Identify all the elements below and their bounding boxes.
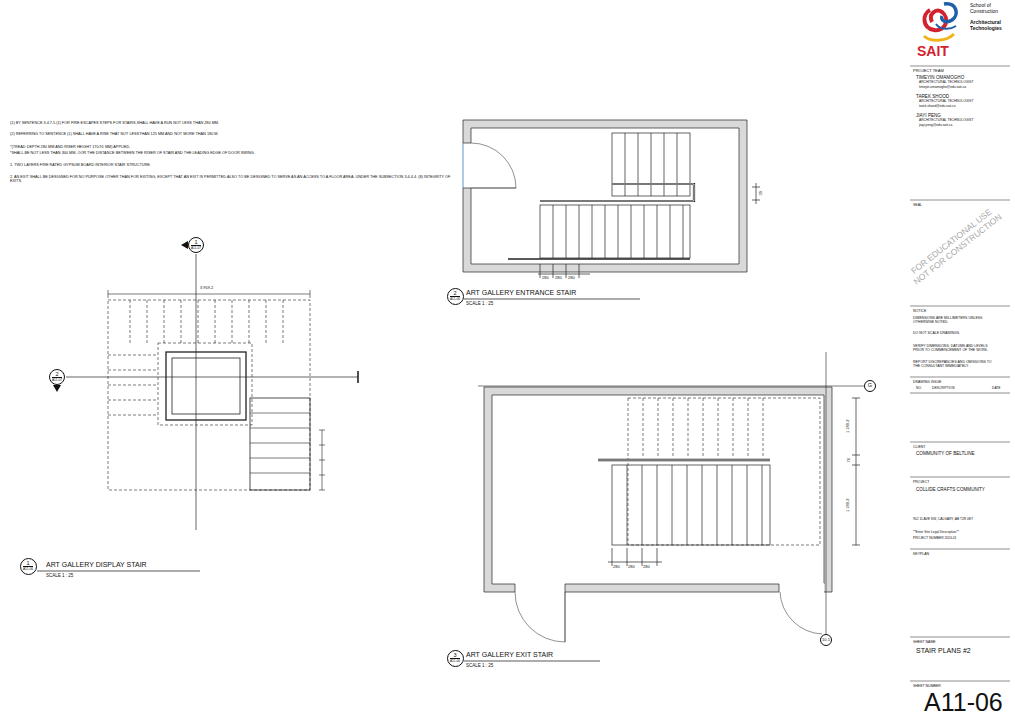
title-block-text: DIMENSIONS ARE MILLIMETERS UNLESS OTHERW… bbox=[913, 316, 993, 324]
dimension: 1 189.2 bbox=[846, 499, 851, 512]
title-block-text: tarek.shood@edu.sait.ca bbox=[919, 105, 956, 109]
scale-note: SCALE 1 : 25 bbox=[46, 573, 73, 578]
sheet-reference: A11-06 bbox=[450, 296, 460, 301]
title-block-text: School of Construction bbox=[970, 3, 1010, 15]
scale-note: SCALE 1 : 25 bbox=[466, 663, 493, 668]
logo-text: SAIT bbox=[917, 43, 949, 59]
dimension: 280 bbox=[643, 565, 650, 570]
dimension: 280 bbox=[628, 565, 635, 570]
title-block-text: ARCHITECTURAL TECHNOLOGIST bbox=[919, 119, 973, 123]
dimension: 280 bbox=[542, 276, 549, 281]
title-block-text: SHEET NAME bbox=[913, 640, 936, 644]
sheet-reference: A11-06 bbox=[23, 566, 33, 571]
view-tag: 3A11-06 bbox=[447, 650, 464, 667]
title-block-text: SHEET NUMBER bbox=[913, 684, 941, 688]
title-block-text: SEAL bbox=[913, 203, 922, 207]
dimension: 1 189.2 bbox=[846, 420, 851, 433]
title-block-text: DESCRIPTION bbox=[932, 387, 955, 391]
title-block-text: ARCHITECTURAL TECHNOLOGIST bbox=[919, 100, 973, 104]
title-block-text: DATE bbox=[992, 387, 1001, 391]
title-block-text: REPORT DISCREPANCIES AND OMISSIONS TO TH… bbox=[913, 360, 993, 368]
title-block-text: PROJECT TEAM bbox=[913, 69, 944, 74]
watermark: FOR EDUCATIONAL USE NOT FOR CONSTRUCTION bbox=[902, 202, 1007, 290]
view-title: ART GALLERY EXIT STAIR bbox=[466, 651, 553, 659]
dimension: 280 bbox=[613, 565, 620, 570]
title-block-text: COMMUNITY OF BELTLINE bbox=[916, 451, 975, 456]
sait-logo bbox=[924, 4, 956, 40]
title-block-text: jiayi.peng@edu.sait.ca bbox=[919, 124, 952, 128]
dimension: 280 bbox=[568, 276, 575, 281]
view-tag: 1A11-06 bbox=[20, 558, 37, 575]
view-title: ART GALLERY DISPLAY STAIR bbox=[46, 561, 147, 569]
title-block-text: TAREK SHOOD bbox=[916, 94, 949, 99]
title-block-text: A11-06 bbox=[924, 688, 1003, 717]
title-block-text: JIAYI PENG bbox=[916, 113, 941, 118]
section-marker: 2A11-07 bbox=[49, 369, 65, 385]
title-block-text: **Enter Site Legal Description** bbox=[913, 531, 959, 535]
scale-note: SCALE 1 : 25 bbox=[466, 301, 493, 306]
view-tag: 2A11-06 bbox=[447, 288, 464, 305]
display-stair-plan bbox=[53, 241, 358, 530]
title-block-text: 902 11 AVE SW, CALGARY, AB T2R 0E7 bbox=[913, 518, 973, 522]
title-block-rules bbox=[910, 66, 1010, 681]
code-note: *SHALL BE NOT LESS THAN 300 MM, OOR THE … bbox=[10, 151, 455, 155]
exit-stair-plan bbox=[478, 352, 864, 642]
dimension: 76 bbox=[847, 458, 852, 462]
title-block-text: ARCHITECTURAL TECHNOLOGIST bbox=[919, 81, 973, 85]
title-block-text: PROJECT bbox=[913, 480, 929, 484]
code-note: 1. TWO LAYERS FIRE RATED GYPSUM BOARD IN… bbox=[10, 163, 455, 167]
title-block-text: DO NOT SCALE DRAWINGS. bbox=[913, 331, 960, 335]
sheet-reference: A11-07 bbox=[52, 377, 62, 382]
entrance-stair-plan bbox=[462, 120, 760, 278]
title-block-text: DRAWING ISSUE bbox=[913, 380, 941, 384]
title-block-text: VERIFY DIMENSIONS, DATUMS AND LEVELS PRI… bbox=[913, 344, 993, 352]
dimension: 280 bbox=[555, 276, 562, 281]
title-block-text: NOTICE bbox=[913, 309, 926, 313]
title-block-text: STAIR PLANS #2 bbox=[916, 647, 971, 655]
tag-number: 10.1 bbox=[822, 638, 830, 642]
title-block-text: TIMEYIN OMAMOGHO bbox=[916, 75, 964, 80]
grid-bubble: 10.1 bbox=[820, 634, 832, 646]
title-block-text: KEYPLAN bbox=[913, 552, 929, 556]
grid-bubble: G bbox=[864, 380, 876, 392]
tag-number: G bbox=[868, 383, 872, 389]
section-marker: 1A11-07 bbox=[188, 237, 204, 253]
title-underlines bbox=[37, 299, 640, 661]
title-block-text: CLIENT bbox=[913, 445, 925, 449]
dimension: 3 959.2 bbox=[200, 286, 213, 291]
title-block-text: Architectural Technologies bbox=[970, 20, 1010, 32]
dimension: 39 bbox=[759, 191, 764, 195]
code-note: (2) REFERRING TO SENTENCE (1) SHALL HAVE… bbox=[10, 132, 455, 136]
title-block-text: PROJECT NUMBER 2024.01 bbox=[913, 537, 956, 541]
view-title: ART GALLERY ENTRANCE STAIR bbox=[466, 289, 576, 297]
title-block-text: COLLIDE CRAFTS COMMUNITY bbox=[916, 487, 985, 492]
code-note: *(TREAD DEPTH 280 MM AND RISER HEIGHT 17… bbox=[10, 145, 455, 149]
title-block-text: NO. bbox=[916, 387, 922, 391]
sheet-reference: A11-07 bbox=[191, 245, 201, 250]
title-block-text: timeyin.omamogho@edu.sait.ca bbox=[919, 86, 966, 90]
sheet-reference: A11-06 bbox=[450, 658, 460, 663]
code-note: (1) BY SENTENCE 3.4.7.5.(1) FOR FIRE ESC… bbox=[10, 121, 455, 125]
code-note: 2. AN EXIT SHALL BE DESIGNED FOR NO PURP… bbox=[10, 175, 455, 184]
